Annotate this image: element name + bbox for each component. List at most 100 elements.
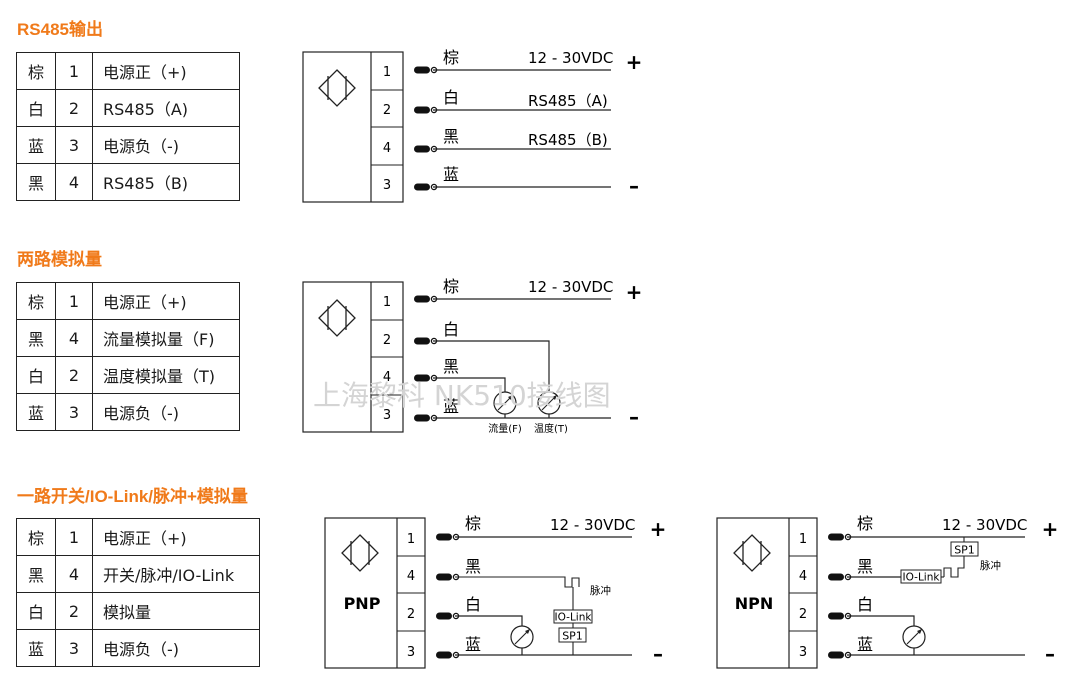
wire-color-label: 蓝 <box>443 397 459 416</box>
diagram-analog: 1 2 4 3 流量(F) 温度(T) 棕 白 黑 蓝 12 - 30VDC +… <box>302 277 642 435</box>
function-cell: 模拟量 <box>92 592 260 630</box>
pin-label: 2 <box>407 607 415 622</box>
iolink-label: IO-Link <box>555 612 593 624</box>
function-cell: 温度模拟量（T) <box>92 356 240 394</box>
wire-color-label: 蓝 <box>443 165 459 184</box>
pin-number-cell: 2 <box>55 592 93 630</box>
minus-symbol: – <box>653 642 663 666</box>
minus-symbol: – <box>629 174 639 198</box>
minus-symbol: – <box>629 405 639 429</box>
wire-color-label: 黑 <box>857 557 873 576</box>
wire-color-label: 白 <box>857 595 873 614</box>
sensor-symbol-icon <box>318 69 356 107</box>
section-title-rs485: RS485输出 <box>17 20 103 39</box>
watermark: 上海黎科 NK510接线图 <box>313 379 611 412</box>
pulse-label: 脉冲 <box>980 559 1001 572</box>
wire-color-label: 黑 <box>443 357 459 376</box>
wire-color-cell: 蓝 <box>16 629 56 667</box>
plus-symbol: + <box>1042 517 1059 541</box>
function-cell: 开关/脉冲/IO-Link <box>92 555 260 593</box>
pin-label: 2 <box>383 333 391 348</box>
wire-color-label: 棕 <box>857 514 873 533</box>
pin-number-cell: 2 <box>55 89 93 127</box>
signal-label: 12 - 30VDC <box>528 278 613 296</box>
pin-label: 3 <box>407 645 415 660</box>
function-cell: RS485（B) <box>92 163 240 201</box>
sensor-symbol-icon <box>318 299 356 337</box>
wire-color-cell: 白 <box>16 592 56 630</box>
pulse-label: 脉冲 <box>590 584 611 597</box>
diagram-pnp: PNP 1 4 2 3 IO-Link SP1 脉冲 棕 黑 白 蓝 12 - … <box>324 514 666 669</box>
pin-label: 1 <box>383 65 391 80</box>
pin-label: 2 <box>799 607 807 622</box>
wire-color-cell: 棕 <box>16 518 56 556</box>
pin-number-cell: 4 <box>55 163 93 201</box>
analog-meter-icon <box>510 625 534 649</box>
function-cell: 电源正（+) <box>92 282 240 320</box>
pin-label: 1 <box>407 532 415 547</box>
signal-label: RS485（A) <box>528 92 608 110</box>
pin-label: 2 <box>383 103 391 118</box>
plus-symbol: + <box>626 50 643 74</box>
pin-label: 1 <box>799 532 807 547</box>
function-cell: 流量模拟量（F) <box>92 319 240 357</box>
signal-label: 12 - 30VDC <box>942 516 1027 534</box>
wire-color-cell: 黑 <box>16 555 56 593</box>
function-cell: RS485（A) <box>92 89 240 127</box>
signal-label: RS485（B) <box>528 131 608 149</box>
pin-label: 4 <box>407 569 415 584</box>
wire-color-label: 黑 <box>443 127 459 146</box>
diagram-rs485: 1 2 4 3 棕 白 黑 蓝 12 - 30VDC RS485（A) RS48… <box>302 48 643 203</box>
wire-color-cell: 白 <box>16 356 56 394</box>
pin-label: 3 <box>383 178 391 193</box>
signal-label: 12 - 30VDC <box>528 49 613 67</box>
wire-color-cell: 蓝 <box>16 393 56 431</box>
wire-color-label: 蓝 <box>465 635 481 654</box>
wire-color-cell: 白 <box>16 89 56 127</box>
iolink-label: IO-Link <box>903 572 941 584</box>
function-cell: 电源负（-) <box>92 629 260 667</box>
pin-number-cell: 3 <box>55 629 93 667</box>
pin-label: 4 <box>799 569 807 584</box>
function-cell: 电源负（-) <box>92 393 240 431</box>
wire-color-label: 白 <box>443 88 459 107</box>
sp1-label: SP1 <box>954 544 975 557</box>
output-type-label: PNP <box>344 594 381 613</box>
function-cell: 电源负（-) <box>92 126 240 164</box>
sensor-symbol-icon <box>341 534 379 572</box>
wire-color-label: 棕 <box>443 277 459 296</box>
wire-color-label: 棕 <box>465 514 481 533</box>
section-title-analog: 两路模拟量 <box>17 250 102 269</box>
pin-number-cell: 1 <box>55 52 93 90</box>
sensor-symbol-icon <box>733 534 771 572</box>
pin-label: 1 <box>383 295 391 310</box>
wire-color-label: 蓝 <box>857 635 873 654</box>
section-title-switch: 一路开关/IO-Link/脉冲+模拟量 <box>17 487 248 506</box>
wire-color-cell: 黑 <box>16 163 56 201</box>
pin-label: 3 <box>799 645 807 660</box>
sp1-label: SP1 <box>562 630 583 643</box>
wire-color-label: 黑 <box>465 557 481 576</box>
wire-color-label: 白 <box>465 595 481 614</box>
diagram-npn: NPN 1 4 2 3 SP1 脉冲 IO-Link 棕 黑 白 蓝 12 - … <box>716 514 1059 669</box>
pin-label: 3 <box>383 408 391 423</box>
function-cell: 电源正（+) <box>92 518 260 556</box>
wire-color-label: 白 <box>443 320 459 339</box>
signal-label: 12 - 30VDC <box>550 516 635 534</box>
pin-number-cell: 1 <box>55 282 93 320</box>
pulse-symbol <box>455 576 580 588</box>
